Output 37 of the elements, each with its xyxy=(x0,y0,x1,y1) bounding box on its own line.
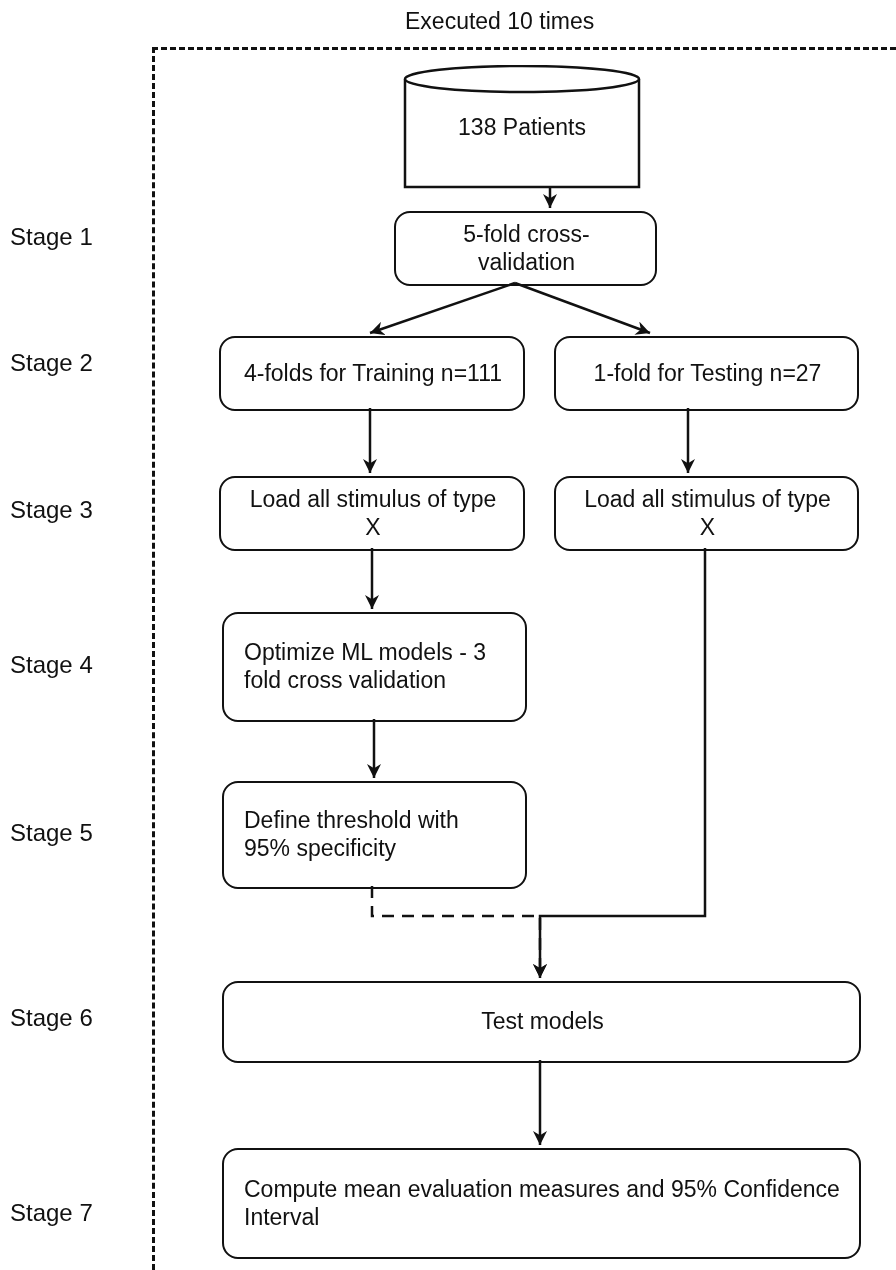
process-box xyxy=(222,1148,861,1259)
stage-label: Stage 1 xyxy=(10,223,93,251)
arrow xyxy=(514,281,651,335)
arrow xyxy=(367,719,381,778)
arrow xyxy=(363,408,377,473)
node-text: Compute mean evaluation measures and 95% Confidence Interval xyxy=(244,1175,841,1232)
node-text: Define threshold with 95% specificity xyxy=(244,807,460,863)
node-text: Optimize ML models - 3 fold cross validation xyxy=(244,639,487,695)
arrow xyxy=(365,548,379,609)
arrow xyxy=(533,1060,547,1145)
node-text: 138 Patients xyxy=(458,114,586,142)
node-text: 5-fold cross-validation xyxy=(462,220,591,277)
stage-label: Stage 3 xyxy=(10,496,93,524)
process-box xyxy=(554,336,859,411)
process-box xyxy=(394,211,657,286)
arrow xyxy=(533,548,707,978)
node-text: Load all stimulus of type X xyxy=(248,485,498,542)
process-box xyxy=(554,476,859,551)
arrow xyxy=(681,408,695,473)
process-box xyxy=(222,781,527,889)
database-cylinder xyxy=(403,65,641,189)
frame-heading: Executed 10 times xyxy=(405,8,595,36)
process-box xyxy=(222,612,527,722)
node-text: 1-fold for Testing n=27 xyxy=(593,359,822,388)
stage-label: Stage 7 xyxy=(10,1199,93,1227)
process-box xyxy=(219,476,525,551)
node-text: Test models xyxy=(481,1008,604,1036)
process-box xyxy=(219,336,525,411)
arrow xyxy=(369,281,516,336)
stage-label: Stage 6 xyxy=(10,1004,93,1032)
node-text: Load all stimulus of type X xyxy=(583,485,832,542)
stage-label: Stage 5 xyxy=(10,819,93,847)
process-box xyxy=(222,981,861,1063)
node-text: 4-folds for Training n=111 xyxy=(243,359,503,388)
arrow xyxy=(543,186,557,208)
stage-label: Stage 4 xyxy=(10,651,93,679)
stage-label: Stage 2 xyxy=(10,349,93,377)
